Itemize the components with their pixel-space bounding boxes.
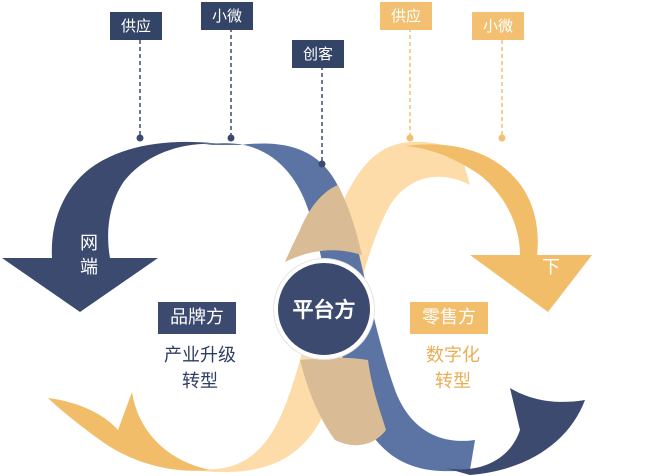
gold-tail-left	[48, 392, 210, 471]
overlap-lower	[300, 357, 386, 446]
connector-dot	[406, 134, 414, 142]
left-arrow-label: 网端	[80, 233, 98, 278]
tag-gongying-left: 供应	[110, 12, 163, 40]
connector-dot	[498, 134, 506, 142]
retail-desc-line2: 转型	[435, 371, 471, 392]
center-platform: 平台方	[274, 259, 374, 359]
navy-tail-right	[445, 388, 585, 475]
tag-chuangke: 创客	[292, 40, 345, 68]
connector-lines	[136, 28, 506, 168]
navy-arrow-left	[2, 141, 228, 312]
brand-title: 品牌方	[158, 302, 236, 334]
tag-xiaowei-left: 小微	[201, 2, 254, 30]
tag-gongying-right: 供应	[380, 2, 433, 30]
connector-dot	[318, 160, 326, 168]
connector-dot	[227, 134, 235, 142]
right-arrow-label: 线下	[542, 233, 560, 278]
brand-desc-line2: 转型	[182, 371, 218, 392]
retail-desc-line1: 数字化	[426, 345, 480, 366]
retail-title: 零售方	[410, 302, 488, 334]
overlap-upper	[285, 185, 362, 262]
gold-arrow-right	[405, 144, 592, 312]
center-label: 平台方	[292, 298, 356, 322]
brand-description: 产业升级 转型	[145, 343, 255, 395]
retail-description: 数字化 转型	[398, 343, 508, 395]
connector-dot	[136, 134, 144, 142]
tag-xiaowei-right: 小微	[472, 12, 525, 40]
brand-desc-line1: 产业升级	[164, 345, 236, 366]
